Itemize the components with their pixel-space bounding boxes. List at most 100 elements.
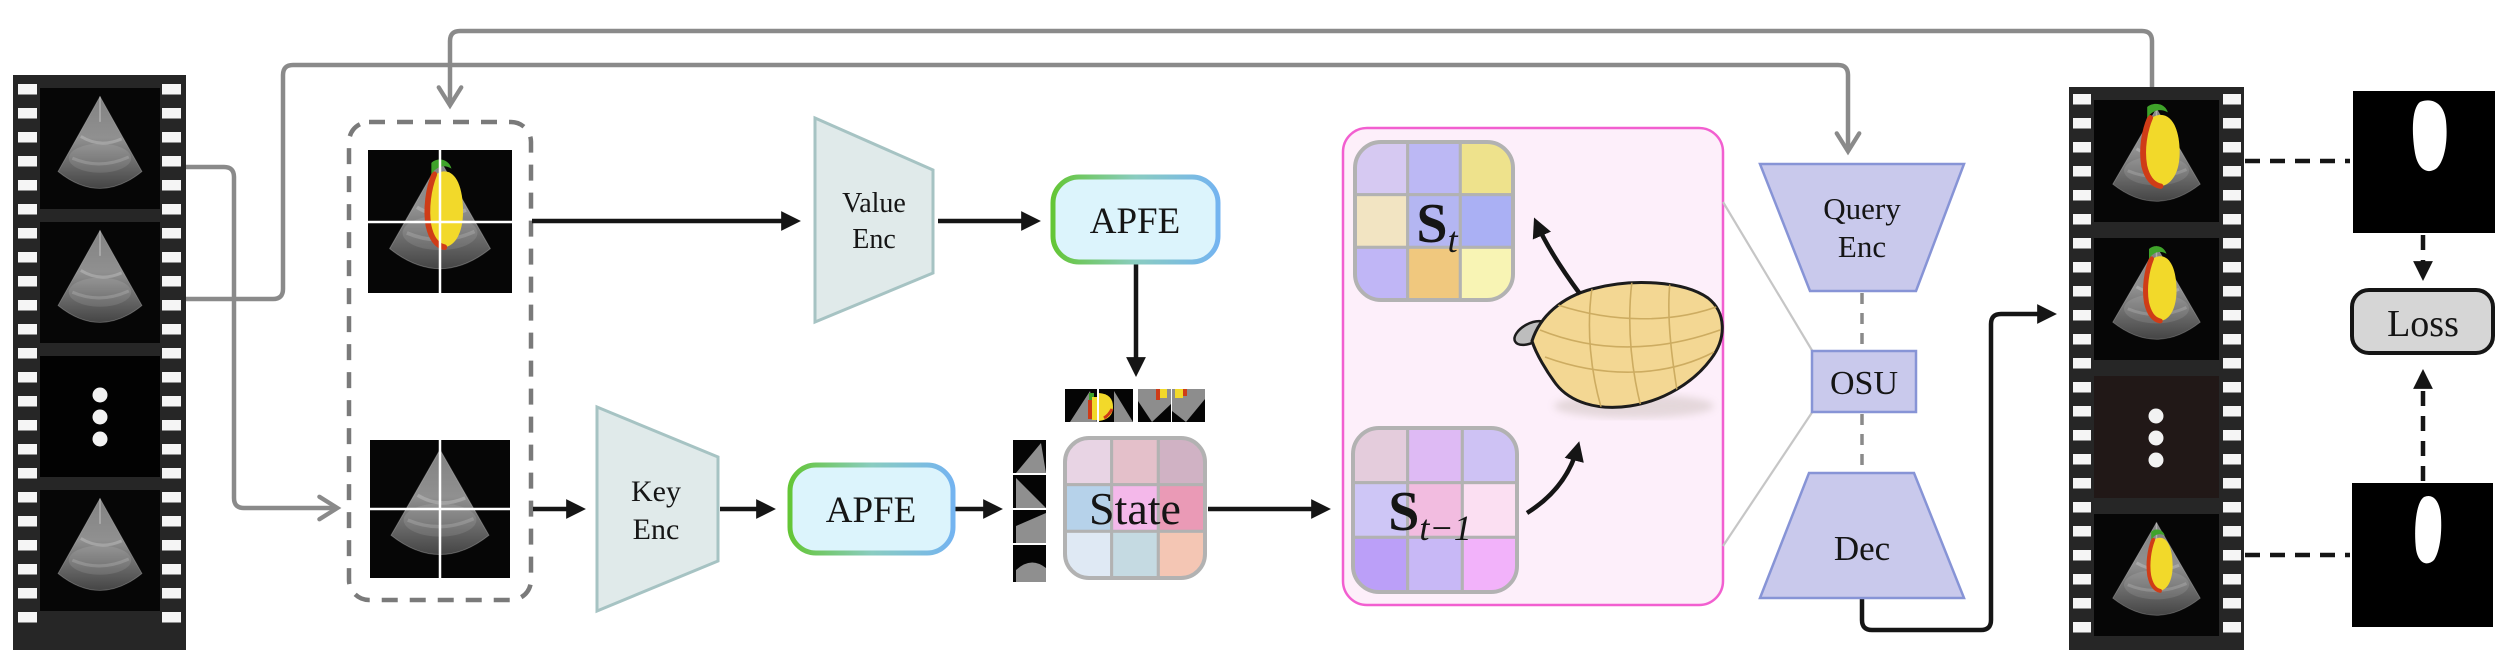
- sprocket-hole: [2223, 94, 2241, 105]
- sprocket-hole: [162, 588, 181, 599]
- sprocket-hole: [2073, 142, 2091, 153]
- reference-frame-with-segmentation: [368, 150, 512, 293]
- patch-tile: [1013, 475, 1046, 508]
- quadrant-crosshair: [368, 150, 512, 293]
- sprocket-hole: [2073, 550, 2091, 561]
- sprocket-hole: [162, 84, 181, 95]
- osu-zoom-callout-lines: [1722, 201, 1814, 547]
- matrix-cell: [1065, 483, 1114, 533]
- sprocket-hole: [2223, 406, 2241, 417]
- sprocket-hole: [162, 228, 181, 239]
- sprocket-hole: [2223, 574, 2241, 585]
- sprocket-hole: [2223, 310, 2241, 321]
- sprocket-hole: [18, 588, 37, 599]
- feature-patches-column: [1013, 440, 1046, 582]
- value-enc-label-line2: Enc: [852, 224, 896, 255]
- matrix-cell: [1458, 193, 1513, 249]
- reference-pair-dashed-box: [346, 119, 534, 603]
- sprocket-hole: [2073, 358, 2091, 369]
- sprocket-hole: [18, 396, 37, 407]
- sprocket-hole: [18, 132, 37, 143]
- key-enc-label-line2: Enc: [633, 513, 680, 546]
- sprocket-hole: [2073, 334, 2091, 345]
- sprocket-hole: [2073, 262, 2091, 273]
- apfe-value-label: APFE: [1090, 201, 1180, 242]
- supervision-block: Loss: [2245, 91, 2495, 627]
- sprocket-hole: [2223, 238, 2241, 249]
- state-prev-matrix-grid: [1351, 426, 1519, 594]
- matrix-cells: [1065, 438, 1205, 578]
- sprocket-hole: [2073, 286, 2091, 297]
- sprocket-hole: [18, 204, 37, 215]
- sprocket-hole: [18, 612, 37, 623]
- mask-blob: [2412, 100, 2447, 172]
- state-prev-label: St−1: [1388, 481, 1471, 548]
- matrix-outline: [1063, 436, 1207, 580]
- film-frame-ultrasound-1: [40, 88, 160, 209]
- sprocket-hole: [162, 324, 181, 335]
- sprocket-hole: [162, 372, 181, 383]
- sprocket-holes-right-col: [2223, 94, 2241, 633]
- sprocket-hole: [2073, 478, 2091, 489]
- sprocket-hole: [162, 612, 181, 623]
- sprocket-hole: [2223, 118, 2241, 129]
- sprocket-hole: [2223, 262, 2241, 273]
- state-label: State: [1089, 483, 1181, 534]
- sprocket-hole: [162, 252, 181, 263]
- sprocket-hole: [2223, 382, 2241, 393]
- sprocket-hole: [2223, 526, 2241, 537]
- dec-label: Dec: [1834, 529, 1890, 568]
- sprocket-hole: [2223, 286, 2241, 297]
- state-t-matrix-grid: [1353, 140, 1515, 302]
- sprocket-hole: [162, 396, 181, 407]
- matrix-cell: [1156, 483, 1205, 533]
- sprocket-hole: [2223, 478, 2241, 489]
- query-frame: [370, 440, 510, 578]
- sprocket-hole: [2073, 406, 2091, 417]
- apfe-key-label: APFE: [826, 490, 916, 531]
- sprocket-hole: [2073, 598, 2091, 609]
- matrix-cell: [1355, 193, 1410, 249]
- sprocket-hole: [2223, 430, 2241, 441]
- sprocket-hole: [18, 540, 37, 551]
- sprocket-hole: [2223, 454, 2241, 465]
- manifold-surface: [1513, 281, 1724, 418]
- sprocket-hole: [18, 372, 37, 383]
- apfe-module-key: APFE: [787, 462, 956, 556]
- osu-label: OSU: [1830, 365, 1898, 402]
- sprocket-hole: [2073, 166, 2091, 177]
- sprocket-hole: [18, 420, 37, 431]
- sprocket-hole: [162, 540, 181, 551]
- feature-patches-row: [1065, 389, 1205, 422]
- sprocket-hole: [2223, 502, 2241, 513]
- gt-mask-bottom: [2352, 483, 2493, 627]
- sprocket-hole: [162, 300, 181, 311]
- sprocket-hole: [162, 468, 181, 479]
- sprocket-hole: [162, 156, 181, 167]
- sprocket-hole: [18, 300, 37, 311]
- feedback-line-frame-to-query-enc: [186, 62, 1862, 302]
- mask-blob: [2415, 495, 2442, 564]
- sprocket-hole: [18, 84, 37, 95]
- sprocket-hole: [2223, 142, 2241, 153]
- patch-tile: [1138, 389, 1171, 422]
- memory-update-panel: St St−1: [1341, 126, 1725, 607]
- sprocket-hole: [18, 180, 37, 191]
- line-frame-to-query-slot: [186, 164, 342, 522]
- sprocket-hole: [18, 156, 37, 167]
- sprocket-hole: [2073, 622, 2091, 633]
- sprocket-hole: [2073, 382, 2091, 393]
- value-encoder: Value Enc: [813, 115, 935, 325]
- sprocket-hole: [162, 516, 181, 527]
- matrix-cells: [1353, 428, 1517, 592]
- sprocket-holes-right-col: [162, 84, 181, 623]
- arrow-state-prev-to-surface: [1525, 441, 1584, 515]
- patch-tile: [1065, 389, 1097, 422]
- query-enc-label-line2: Enc: [1838, 229, 1886, 264]
- sprocket-hole: [2223, 166, 2241, 177]
- feedback-line-output-to-reference: [436, 28, 2155, 110]
- apfe-module-value: APFE: [1050, 174, 1221, 265]
- matrix-cell: [1406, 142, 1462, 197]
- sprocket-hole: [162, 348, 181, 359]
